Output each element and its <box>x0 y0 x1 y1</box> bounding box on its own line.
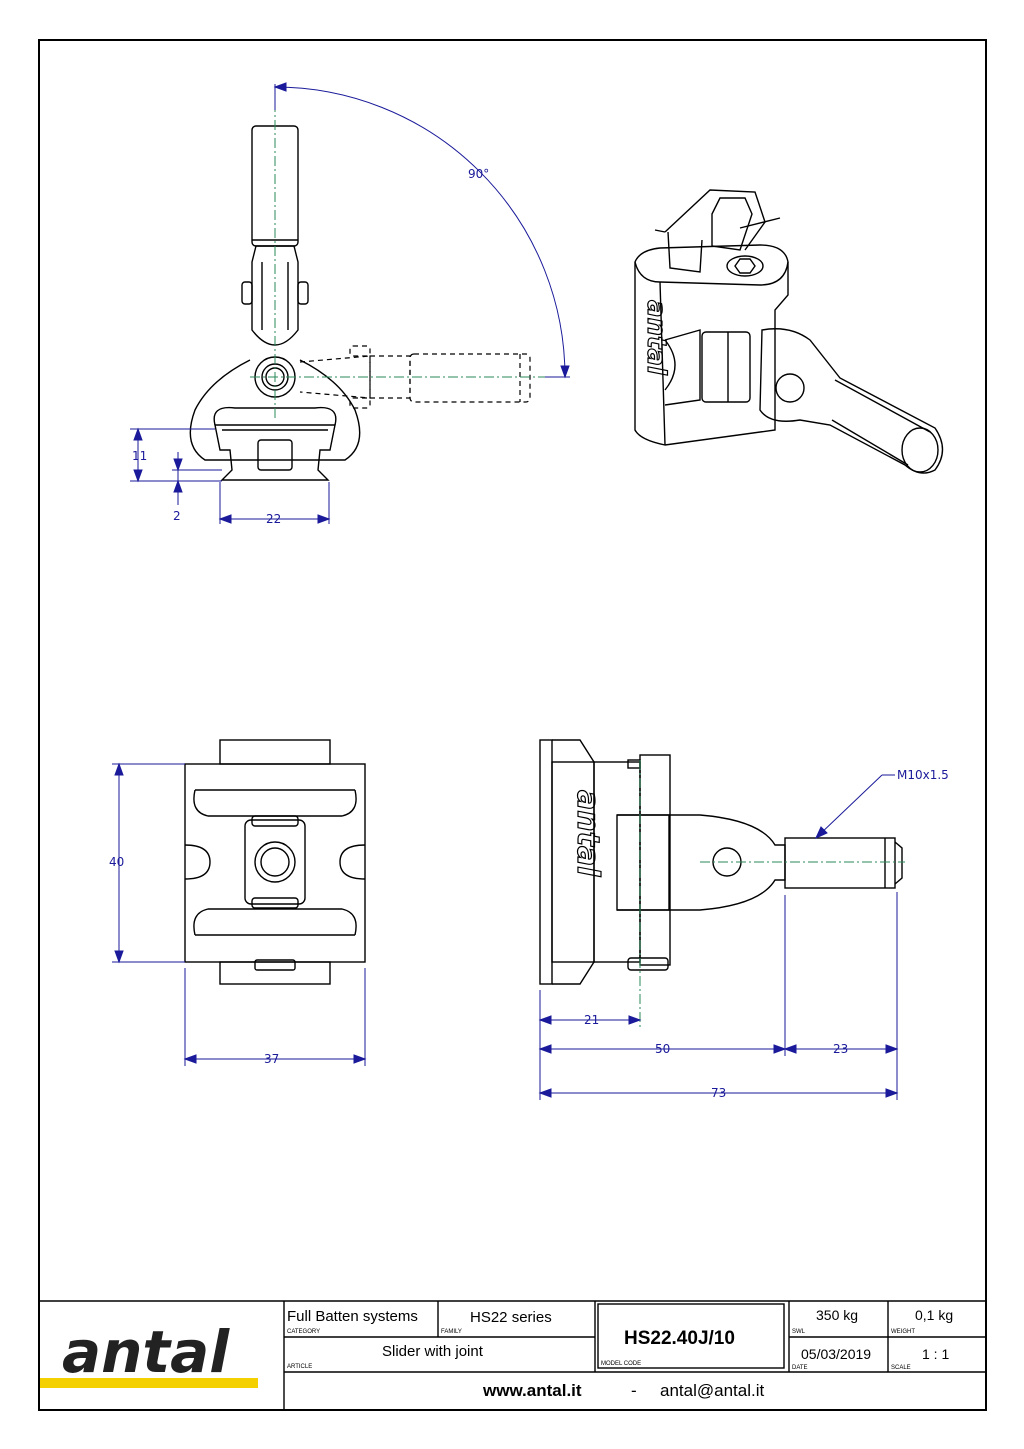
weight-value: 0,1 kg <box>915 1307 953 1323</box>
family-label: FAMILY <box>441 1329 462 1335</box>
weight-label: WEIGHT <box>891 1329 915 1335</box>
side-part-logo: antal <box>570 790 605 877</box>
contact-separator: - <box>631 1381 637 1400</box>
logo-accent-bar <box>40 1378 258 1388</box>
dim-2: 2 <box>173 509 181 523</box>
top-view <box>184 739 366 985</box>
front-centerlines <box>250 84 565 420</box>
side-centerlines <box>639 760 905 1030</box>
dim-thread: M10x1.5 <box>897 768 949 782</box>
iso-part-logo: antal <box>641 300 671 376</box>
title-block <box>39 1300 986 1410</box>
family-value: HS22 series <box>470 1309 552 1326</box>
dim-37: 37 <box>264 1052 279 1066</box>
category-value: Full Batten systems <box>287 1308 418 1325</box>
sheet-border <box>38 39 987 1411</box>
angle-label: 90° <box>468 167 489 181</box>
date-label: DATE <box>792 1365 808 1371</box>
dim-73: 73 <box>711 1086 726 1100</box>
swl-value: 350 kg <box>816 1307 858 1323</box>
dim-21: 21 <box>584 1013 599 1027</box>
article-value: Slider with joint <box>382 1343 484 1360</box>
side-view-dims <box>538 892 899 1100</box>
dim-11: 11 <box>132 449 147 463</box>
dim-23: 23 <box>833 1042 848 1056</box>
isometric-view <box>634 189 944 474</box>
email-link[interactable]: antal@antal.it <box>660 1381 764 1400</box>
front-view-rotated <box>299 345 531 409</box>
website-link[interactable]: www.antal.it <box>482 1381 582 1400</box>
dim-22: 22 <box>266 512 281 526</box>
model-code-label: MODEL CODE <box>601 1361 641 1367</box>
date-value: 05/03/2019 <box>801 1346 871 1362</box>
category-label: CATEGORY <box>287 1329 320 1335</box>
dim-40: 40 <box>109 855 124 869</box>
side-view <box>539 739 903 985</box>
angle-dimension <box>273 82 570 379</box>
article-label: ARTICLE <box>287 1364 312 1370</box>
model-code-value: HS22.40J/10 <box>624 1328 735 1349</box>
front-dims <box>130 427 331 524</box>
scale-label: SCALE <box>891 1365 911 1371</box>
company-logo: antal <box>62 1318 230 1386</box>
scale-value: 1 : 1 <box>922 1346 949 1362</box>
dim-50: 50 <box>655 1042 670 1056</box>
top-view-dims <box>112 762 367 1066</box>
thread-leader <box>814 774 895 840</box>
swl-label: SWL <box>792 1329 806 1335</box>
